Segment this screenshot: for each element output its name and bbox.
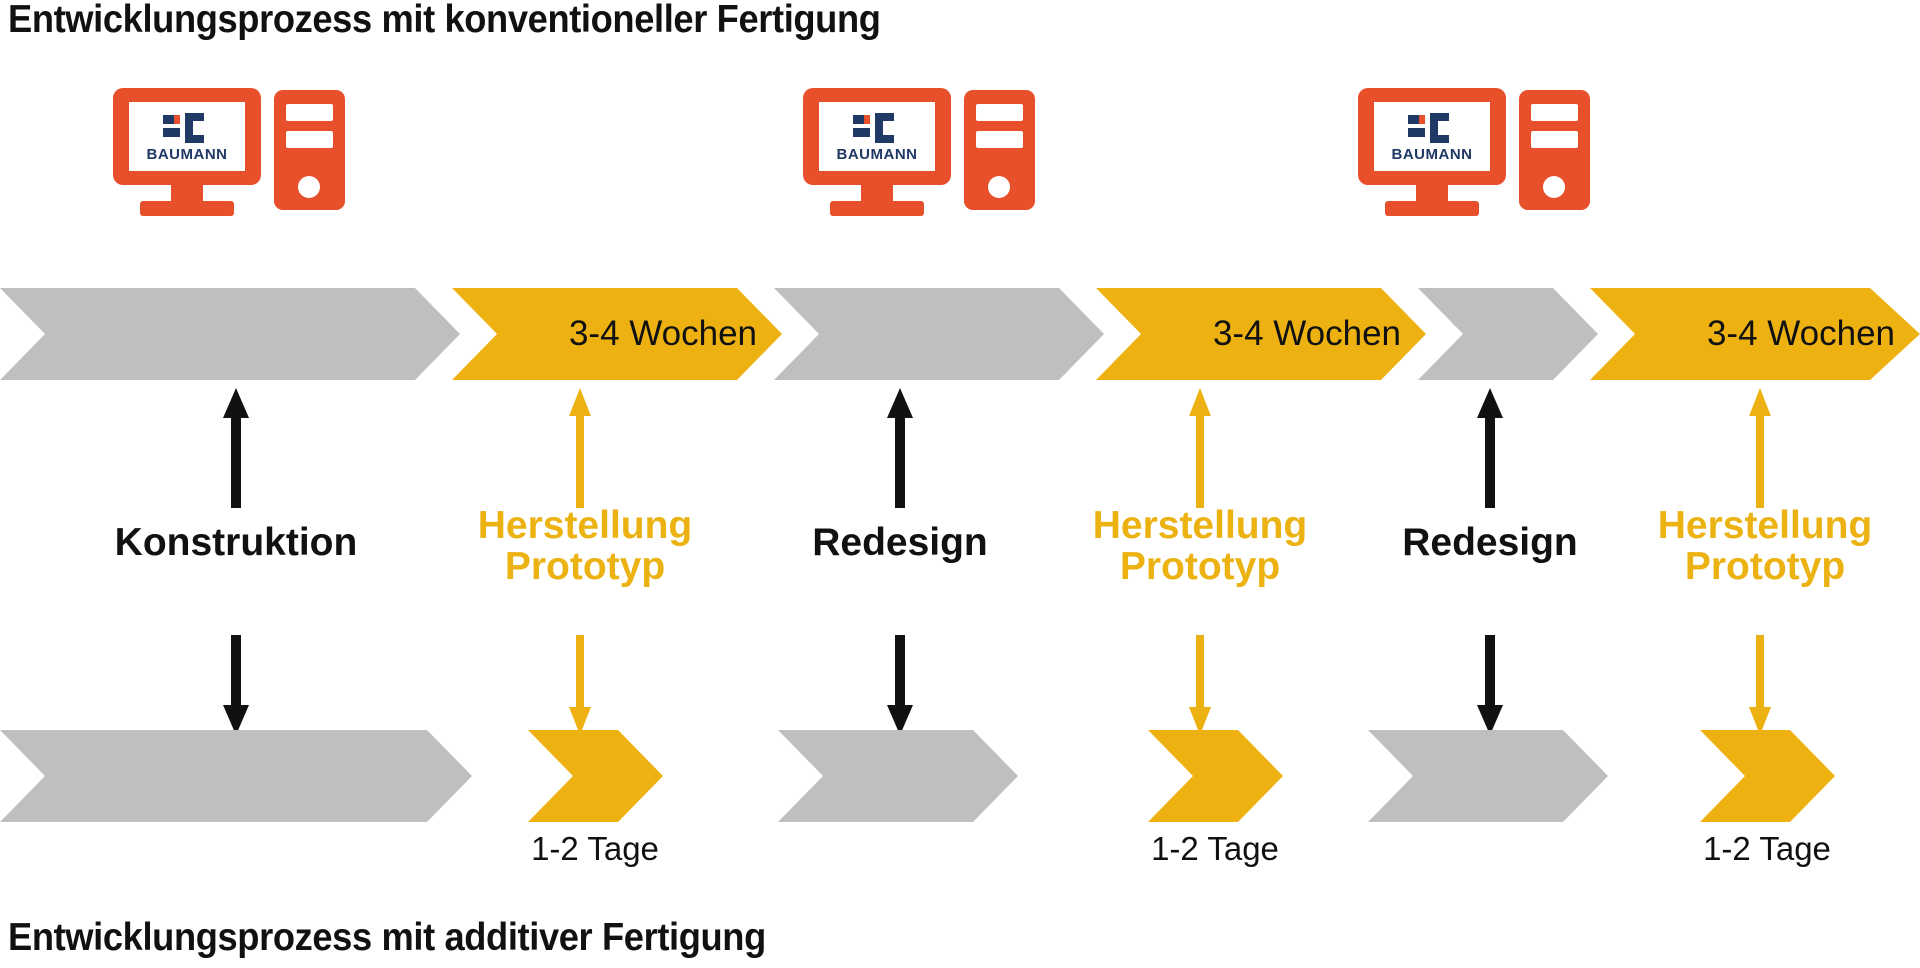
band-segment-prototyp-1[interactable]: [528, 730, 663, 822]
arrow-up-herstellung-2: [1182, 388, 1218, 508]
arrow-up-herstellung-3: [1742, 388, 1778, 508]
baumann-logo-icon: [163, 112, 204, 143]
arrow-down-herstellung-2: [1182, 635, 1218, 735]
page-title-top: Entwicklungsprozess mit konventioneller …: [8, 0, 881, 41]
arrow-up-redesign-2: [1472, 388, 1508, 508]
monitor-foot: [1385, 201, 1479, 216]
monitor-frame: BAUMANN: [803, 88, 951, 185]
monitor-neck: [861, 185, 893, 203]
drive-bay-upper: [976, 104, 1023, 121]
drive-bay-lower: [976, 131, 1023, 148]
monitor-neck: [171, 185, 203, 203]
band-segment-redesign-2[interactable]: [1418, 288, 1598, 380]
monitor-foot: [830, 201, 924, 216]
monitor-screen: BAUMANN: [129, 102, 245, 171]
band-segment-redesign-1[interactable]: [774, 288, 1104, 380]
baumann-logo-icon: [1408, 112, 1449, 143]
drive-bay-upper: [286, 104, 333, 121]
drive-bay-lower: [286, 131, 333, 148]
baumann-logo-wordmark: BAUMANN: [836, 145, 918, 163]
band-segment-konstruktion[interactable]: [0, 288, 460, 380]
page-title-bottom: Entwicklungsprozess mit additiver Fertig…: [8, 916, 766, 959]
phase-label-herstellung-1: Herstellung Prototyp: [477, 504, 693, 589]
monitor-neck: [1416, 185, 1448, 203]
computer-tower: [1519, 90, 1590, 210]
conventional-process-band: 3-4 Wochen 3-4 Wochen: [0, 288, 1920, 380]
band-segment-herstellung-1[interactable]: 3-4 Wochen: [452, 288, 782, 380]
duration-caption-prototyp-1: 1-2 Tage: [531, 830, 659, 867]
band-segment-herstellung-3[interactable]: 3-4 Wochen: [1590, 288, 1920, 380]
monitor-screen: BAUMANN: [819, 102, 935, 171]
computer-tower: [964, 90, 1035, 210]
duration-caption-prototyp-3: 1-2 Tage: [1703, 830, 1831, 867]
baumann-logo-wordmark: BAUMANN: [146, 145, 228, 163]
power-button-icon: [1543, 176, 1565, 198]
monitor-frame: BAUMANN: [1358, 88, 1506, 185]
band-segment-herstellung-2[interactable]: 3-4 Wochen: [1096, 288, 1426, 380]
phase-label-herstellung-2: Herstellung Prototyp: [1092, 504, 1308, 589]
baumann-logo-icon: [853, 112, 894, 143]
arrow-up-konstruktion: [218, 388, 254, 508]
arrow-down-konstruktion: [218, 635, 254, 735]
power-button-icon: [298, 176, 320, 198]
band-segment-redesign-1-additive[interactable]: [778, 730, 1018, 822]
phase-label-herstellung-3: Herstellung Prototyp: [1657, 504, 1873, 589]
monitor-frame: BAUMANN: [113, 88, 261, 185]
arrow-down-redesign-2: [1472, 635, 1508, 735]
band-segment-konstruktion-additive[interactable]: [0, 730, 472, 822]
additive-process-band: [0, 730, 1920, 822]
arrow-down-redesign-1: [882, 635, 918, 735]
computer-tower: [274, 90, 345, 210]
band-segment-redesign-2-additive[interactable]: [1368, 730, 1608, 822]
baumann-logo-wordmark: BAUMANN: [1391, 145, 1473, 163]
phase-label-konstruktion: Konstruktion: [114, 521, 358, 564]
arrow-up-redesign-1: [882, 388, 918, 508]
phase-label-redesign-2: Redesign: [1402, 521, 1578, 564]
arrow-up-herstellung-1: [562, 388, 598, 508]
band-segment-prototyp-2[interactable]: [1148, 730, 1283, 822]
computer-icon-1: BAUMANN: [113, 88, 345, 218]
computer-icon-3: BAUMANN: [1358, 88, 1590, 218]
band-segment-prototyp-3[interactable]: [1700, 730, 1835, 822]
arrow-down-herstellung-1: [562, 635, 598, 735]
monitor-foot: [140, 201, 234, 216]
arrow-down-herstellung-3: [1742, 635, 1778, 735]
drive-bay-lower: [1531, 131, 1578, 148]
drive-bay-upper: [1531, 104, 1578, 121]
power-button-icon: [988, 176, 1010, 198]
phase-label-redesign-1: Redesign: [812, 521, 988, 564]
duration-caption-prototyp-2: 1-2 Tage: [1151, 830, 1279, 867]
monitor-screen: BAUMANN: [1374, 102, 1490, 171]
computer-icon-2: BAUMANN: [803, 88, 1035, 218]
